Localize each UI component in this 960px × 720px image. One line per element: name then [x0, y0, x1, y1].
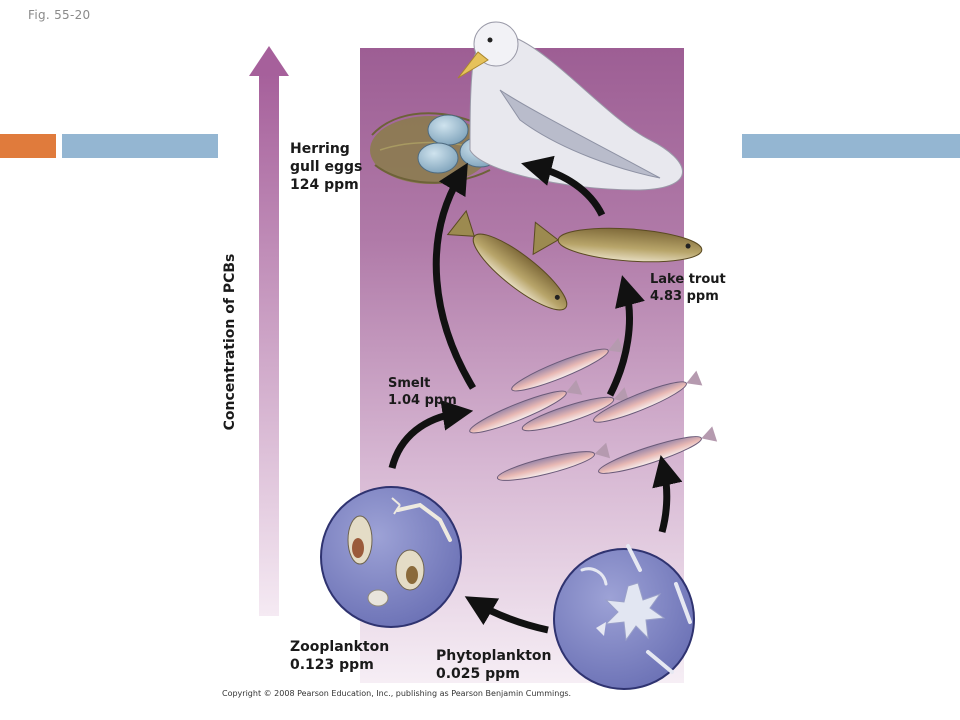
accent-bar-blue-left	[62, 134, 218, 158]
concentration-arrow-icon	[249, 46, 289, 616]
copyright-notice: Copyright © 2008 Pearson Education, Inc.…	[222, 689, 572, 698]
zooplankton-circle-icon	[320, 486, 462, 628]
label-zooplankton: Zooplankton 0.123 ppm	[290, 639, 390, 674]
label-herring-gull-eggs: Herring gull eggs 124 ppm	[290, 141, 363, 194]
figure-label: Fig. 55-20	[28, 8, 91, 22]
arrow-phyto-to-zoo	[464, 596, 549, 634]
smelt-fish-icon	[469, 337, 718, 481]
label-smelt: Smelt 1.04 ppm	[388, 376, 457, 408]
herring-gull-icon	[457, 21, 683, 191]
accent-bar-orange	[0, 134, 56, 158]
phytoplankton-circle-icon	[553, 544, 695, 690]
arrow-phyto-to-smelt	[652, 454, 683, 533]
arrow-trout-to-gull	[521, 155, 606, 217]
axis-label-concentration: Concentration of PCBs	[222, 253, 238, 431]
trout-icon	[446, 209, 703, 311]
arrow-smelt-to-trout	[606, 275, 645, 397]
arrow-smelt-to-gull	[432, 162, 476, 390]
label-lake-trout: Lake trout 4.83 ppm	[650, 272, 726, 304]
accent-bar-blue-right	[742, 134, 960, 158]
arrow-zoo-to-smelt	[388, 400, 474, 469]
label-phytoplankton: Phytoplankton 0.025 ppm	[436, 648, 552, 683]
